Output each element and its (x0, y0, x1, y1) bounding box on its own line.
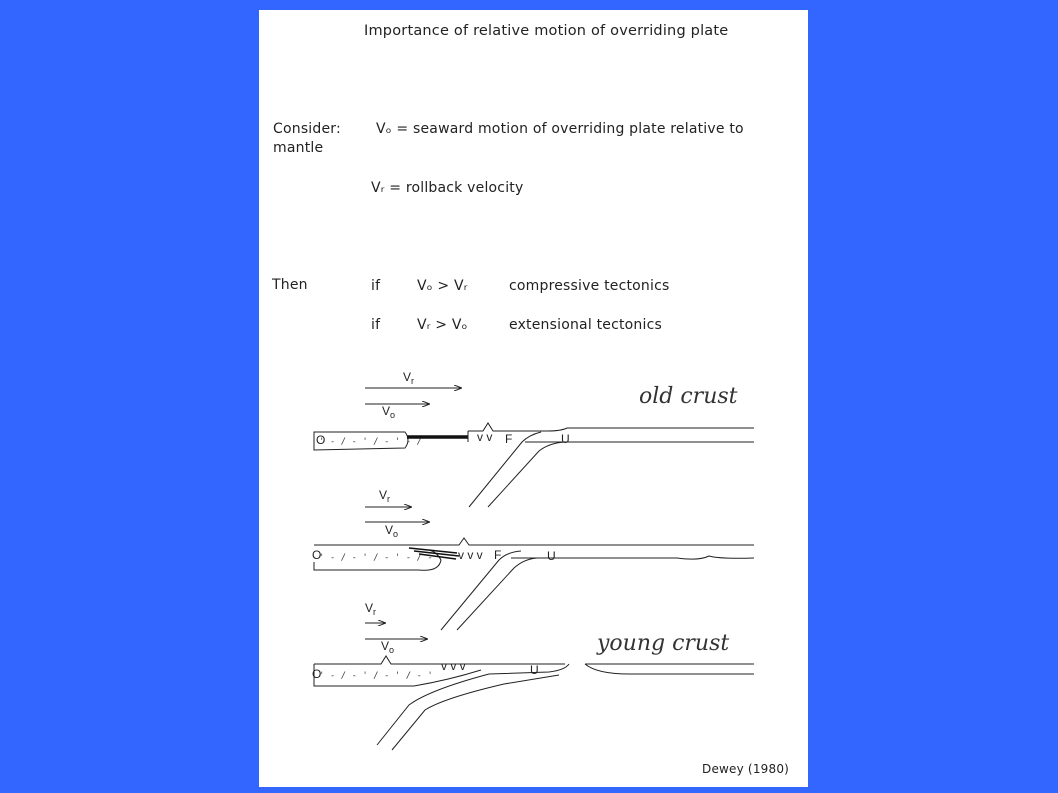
if-keyword-2: if (371, 317, 381, 333)
vo-label: Vo (382, 404, 395, 420)
arc-volcanism-mark-3: v v v (441, 659, 466, 673)
subduction-diagram: Vr Vo ' - / - ' / - ' - / O v v F U old … (312, 370, 755, 751)
o-label-2: O (312, 548, 321, 562)
crust-texture-3: ' - / - ' / - ' / - ' (319, 671, 433, 681)
continental-block-2 (313, 549, 442, 571)
vr-label: Vr (403, 370, 414, 386)
arc-volcanism-mark: v v (477, 430, 492, 444)
slide-title: Importance of relative motion of overrid… (364, 23, 729, 39)
consider-label-continuation: mantle (273, 140, 324, 156)
o-label-3: O (312, 667, 321, 681)
slab-lower-2 (456, 557, 538, 631)
continental-block (313, 431, 409, 451)
f-label: F (505, 432, 512, 446)
young-crust-annotation: young crust (596, 631, 729, 656)
slab-lower (487, 441, 566, 508)
citation: Dewey (1980) (702, 762, 790, 776)
vr-label-3: Vr (365, 601, 376, 617)
f-label-2: F (494, 548, 501, 562)
vr-label-2: Vr (379, 488, 390, 504)
u-label-2: U (547, 549, 556, 563)
panel-old-crust: Vr Vo ' - / - ' / - ' - / O v v F U old … (313, 370, 754, 508)
lower-plate-base-3 (488, 663, 570, 675)
then-label: Then (272, 277, 308, 293)
result-1: compressive tectonics (509, 278, 670, 294)
condition-2: Vᵣ > Vₒ (417, 317, 468, 333)
vr-definition: Vᵣ = rollback velocity (371, 180, 524, 196)
condition-1: Vₒ > Vᵣ (417, 278, 468, 294)
if-keyword-1: if (371, 278, 381, 294)
slide: Importance of relative motion of overrid… (259, 10, 808, 787)
o-label: O (316, 433, 325, 447)
result-2: extensional tectonics (509, 317, 662, 333)
u-label-3: U (530, 663, 539, 677)
u-label: U (561, 432, 570, 446)
slab-lower-3 (391, 674, 560, 751)
old-crust-annotation: old crust (639, 384, 738, 409)
crust-texture-2: ' - / - ' / - ' - / - (319, 553, 433, 563)
continental-block-3 (313, 664, 482, 687)
crust-texture: ' - / - ' / - ' - / (319, 437, 422, 447)
slab-upper-3 (376, 673, 490, 746)
vo-definition: Vₒ = seaward motion of overriding plate … (376, 121, 744, 137)
slab-upper (468, 431, 542, 508)
consider-label: Consider: (273, 121, 341, 137)
slab-upper-2 (440, 550, 522, 631)
lower-plate-base-2 (511, 555, 755, 560)
thrust-wedge (408, 547, 460, 560)
arc-volcanism-mark-2: v v v (458, 548, 483, 562)
ridge-flank (584, 663, 754, 675)
panel-middle: Vr Vo ' - / - ' / - ' - / - O v v v F U (312, 488, 755, 631)
upper-surface (468, 422, 754, 432)
upper-surface-2 (314, 537, 754, 546)
vo-label-2: Vo (385, 523, 398, 539)
vo-label-3: Vo (381, 639, 394, 655)
upper-surface-3 (314, 655, 754, 665)
panel-young-crust: Vr Vo ' - / - ' / - ' / - ' O v v v U yo… (312, 601, 754, 751)
